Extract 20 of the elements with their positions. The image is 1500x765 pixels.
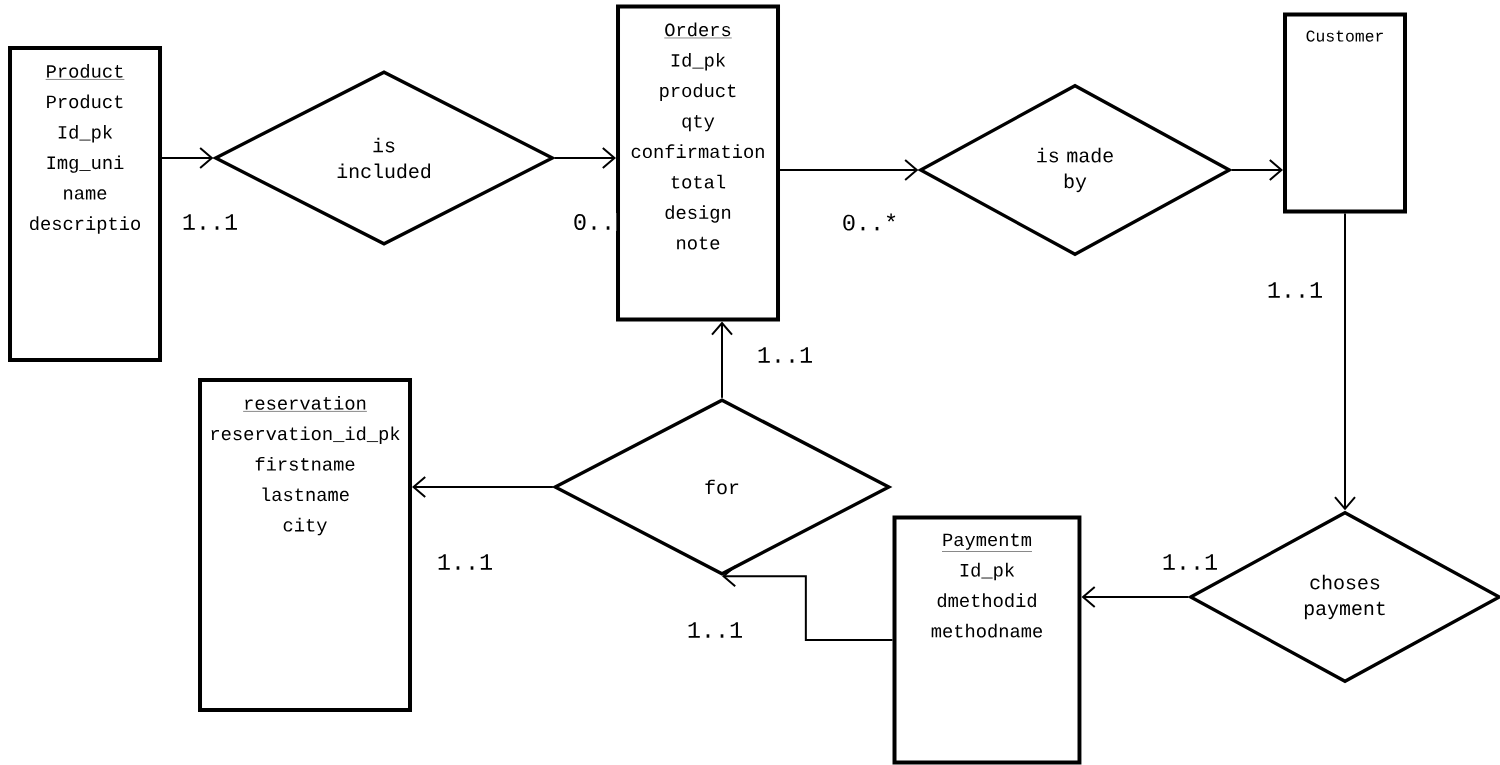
cardinality-label: 1..1	[755, 346, 815, 364]
cardinality-label: 1..1	[685, 621, 745, 639]
arrow	[779, 159, 919, 181]
arrow	[412, 476, 554, 498]
arrow	[711, 321, 733, 399]
entity-box: Orders Id_pk product qty confirmation total design note	[616, 4, 780, 322]
arrow	[722, 565, 894, 641]
arrow	[1334, 212, 1356, 511]
entity-box: Paymentm Id_pk dmethodid methodname	[892, 515, 1082, 765]
entity-box: reservation reservation_id_pk firstname lastname city	[198, 378, 412, 712]
arrow	[161, 147, 214, 169]
cardinality-label: 0..	[571, 212, 617, 232]
arrow	[1230, 159, 1283, 181]
arrow	[1081, 586, 1190, 608]
cardinality-label: 1..1	[1265, 281, 1325, 299]
entity-box: Product Product Id_pk Img_uni name descriptio	[8, 46, 162, 362]
entity-box: Customer	[1283, 12, 1407, 214]
cardinality-label: 1..1	[435, 553, 495, 571]
cardinality-label: 0..*	[840, 212, 900, 232]
arrow	[553, 147, 616, 169]
